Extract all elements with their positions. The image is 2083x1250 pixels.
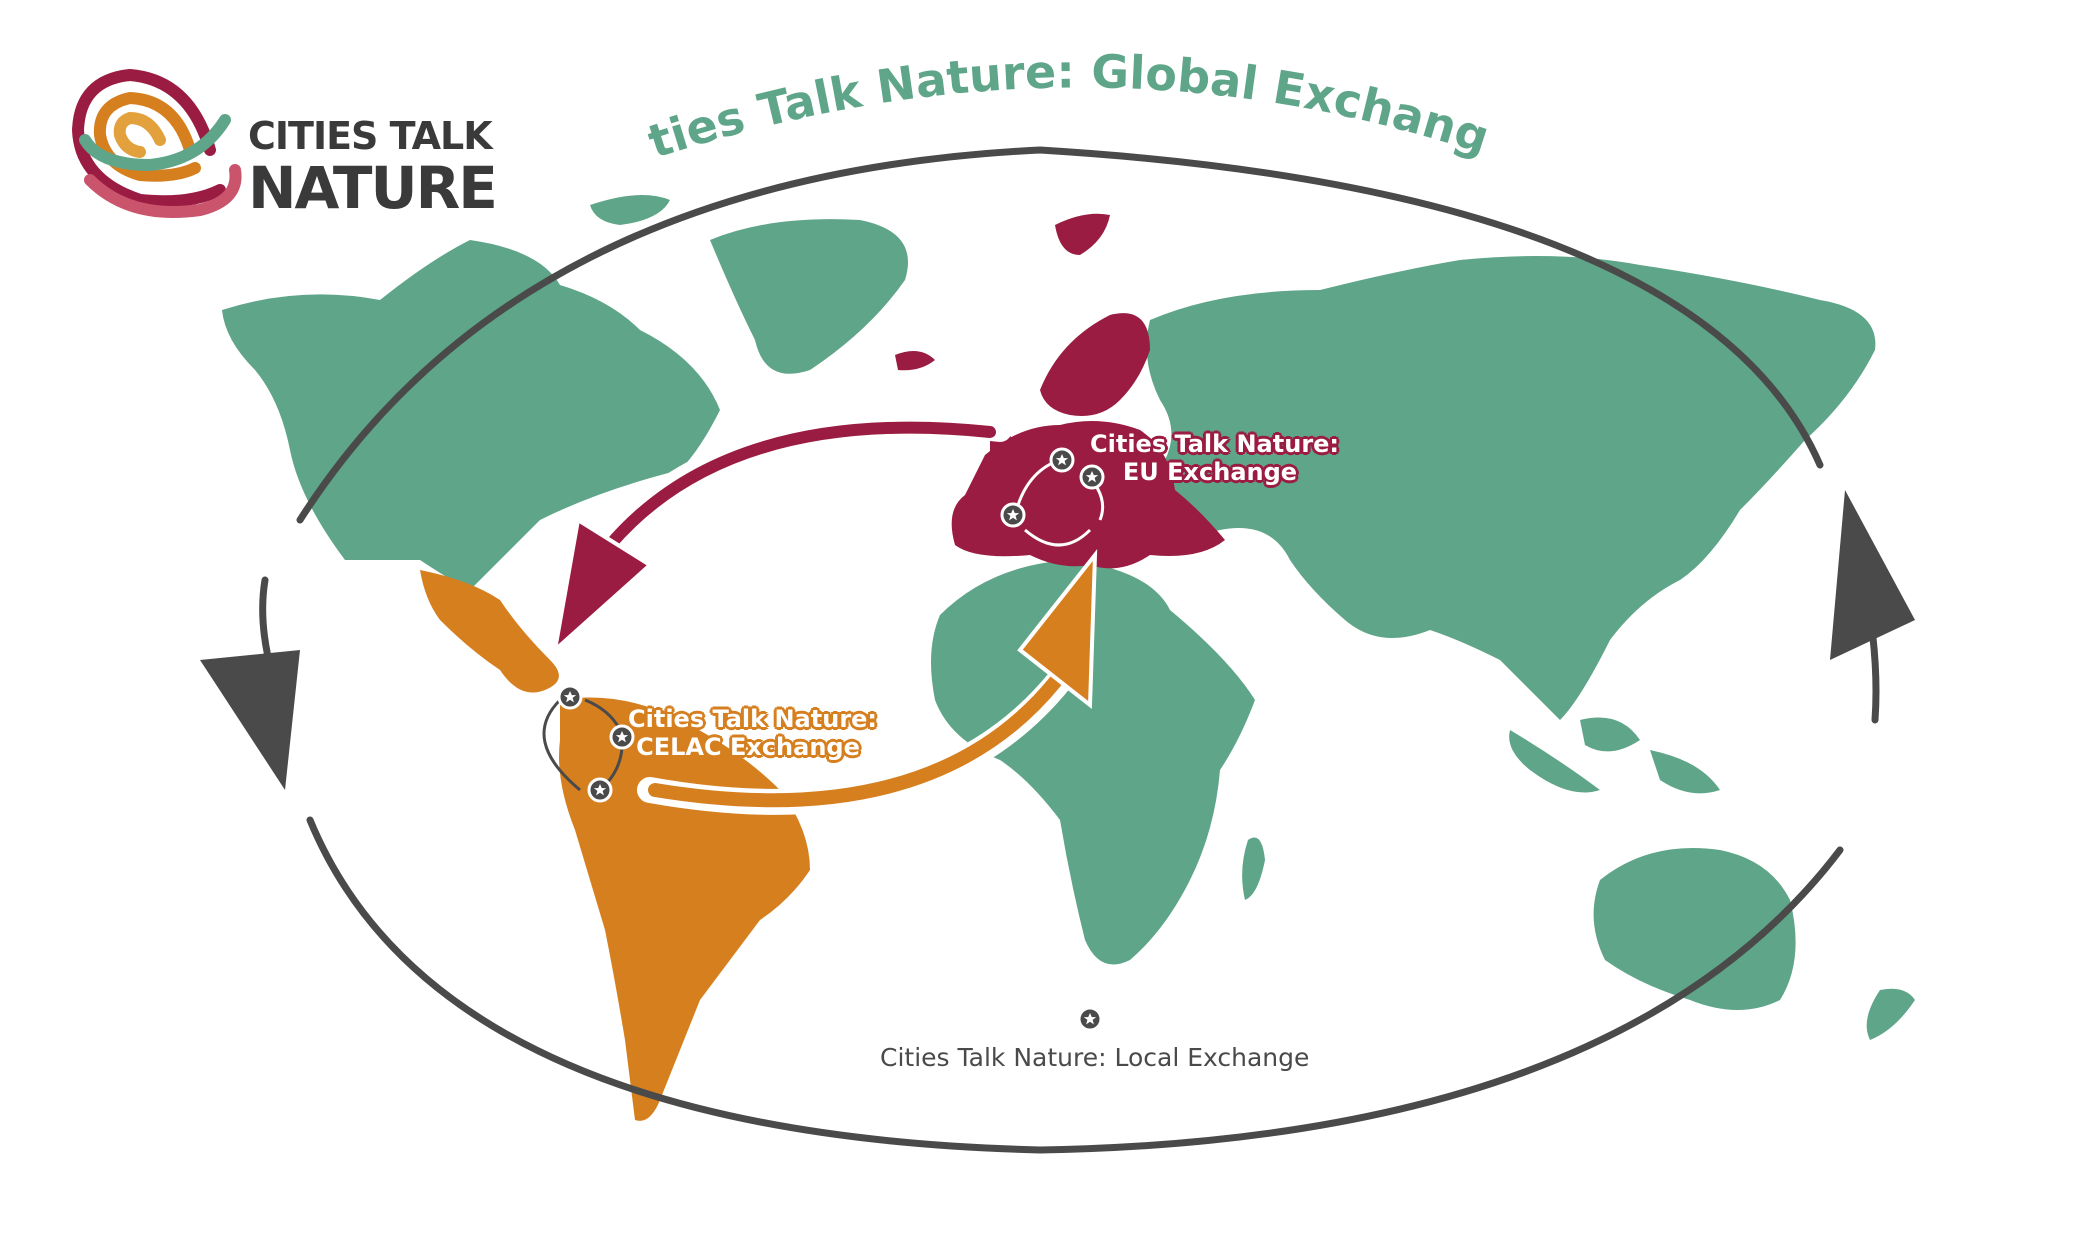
ring-top-arc bbox=[296, 146, 1824, 524]
celac-region bbox=[420, 570, 810, 1121]
star-city-icon bbox=[1077, 1006, 1103, 1032]
eu-city-icon-3 bbox=[1000, 502, 1026, 528]
eu-city-icon-1 bbox=[1049, 447, 1075, 473]
celac-to-eu-arrow-line bbox=[648, 675, 1062, 808]
mainland-europe-land bbox=[951, 421, 1225, 569]
eu-to-celac-arrow-line bbox=[604, 421, 996, 551]
ring-bottom-arc bbox=[306, 816, 1844, 1154]
eu-region bbox=[895, 213, 1225, 569]
ring-arrowhead-right bbox=[1830, 490, 1915, 660]
australia-land bbox=[1593, 848, 1796, 1010]
brand-logo: CITIES TALK NATURE bbox=[70, 62, 498, 222]
celac-label-line-1: Cities Talk Nature: bbox=[628, 705, 878, 733]
svalbard-land bbox=[1055, 213, 1110, 255]
southeast-asia-islands bbox=[1509, 717, 1720, 794]
scandinavia-land bbox=[1040, 313, 1150, 416]
north-america-land bbox=[222, 240, 720, 590]
logo-line-1: CITIES TALK bbox=[248, 114, 493, 158]
japan-land bbox=[1675, 430, 1719, 560]
greenland-land bbox=[710, 219, 908, 374]
local-exchange-legend: Cities Talk Nature: Local Exchange bbox=[880, 1005, 1310, 1072]
celac-city-icon-1 bbox=[557, 684, 583, 710]
madagascar-land bbox=[1242, 837, 1265, 900]
celac-exchange-label: Cities Talk Nature: CELAC Exchange bbox=[628, 705, 878, 762]
celac-label-line-2: CELAC Exchange bbox=[636, 733, 860, 762]
legend-label: Cities Talk Nature: Local Exchange bbox=[880, 1043, 1310, 1072]
iceland-land bbox=[895, 351, 935, 371]
celac-to-eu-arrowhead bbox=[1017, 548, 1098, 710]
new-zealand-land bbox=[1866, 988, 1915, 1040]
eu-exchange-label: Cities Talk Nature: EU Exchange bbox=[1090, 430, 1340, 487]
arctic-island-land bbox=[590, 195, 670, 225]
celac-city-icon-3 bbox=[587, 777, 613, 803]
logo-line-2: NATURE bbox=[248, 154, 498, 222]
eu-label-line-2: EU Exchange bbox=[1122, 458, 1298, 487]
eu-to-celac-arrowhead bbox=[552, 516, 654, 656]
ring-arrowhead-left bbox=[200, 650, 300, 790]
africa-land bbox=[931, 560, 1255, 965]
eu-label-line-1: Cities Talk Nature: bbox=[1090, 430, 1340, 458]
land-green bbox=[222, 195, 1915, 1040]
asia-land bbox=[1146, 256, 1876, 720]
central-america-land bbox=[420, 570, 559, 693]
swirl-logo-icon bbox=[71, 68, 242, 218]
